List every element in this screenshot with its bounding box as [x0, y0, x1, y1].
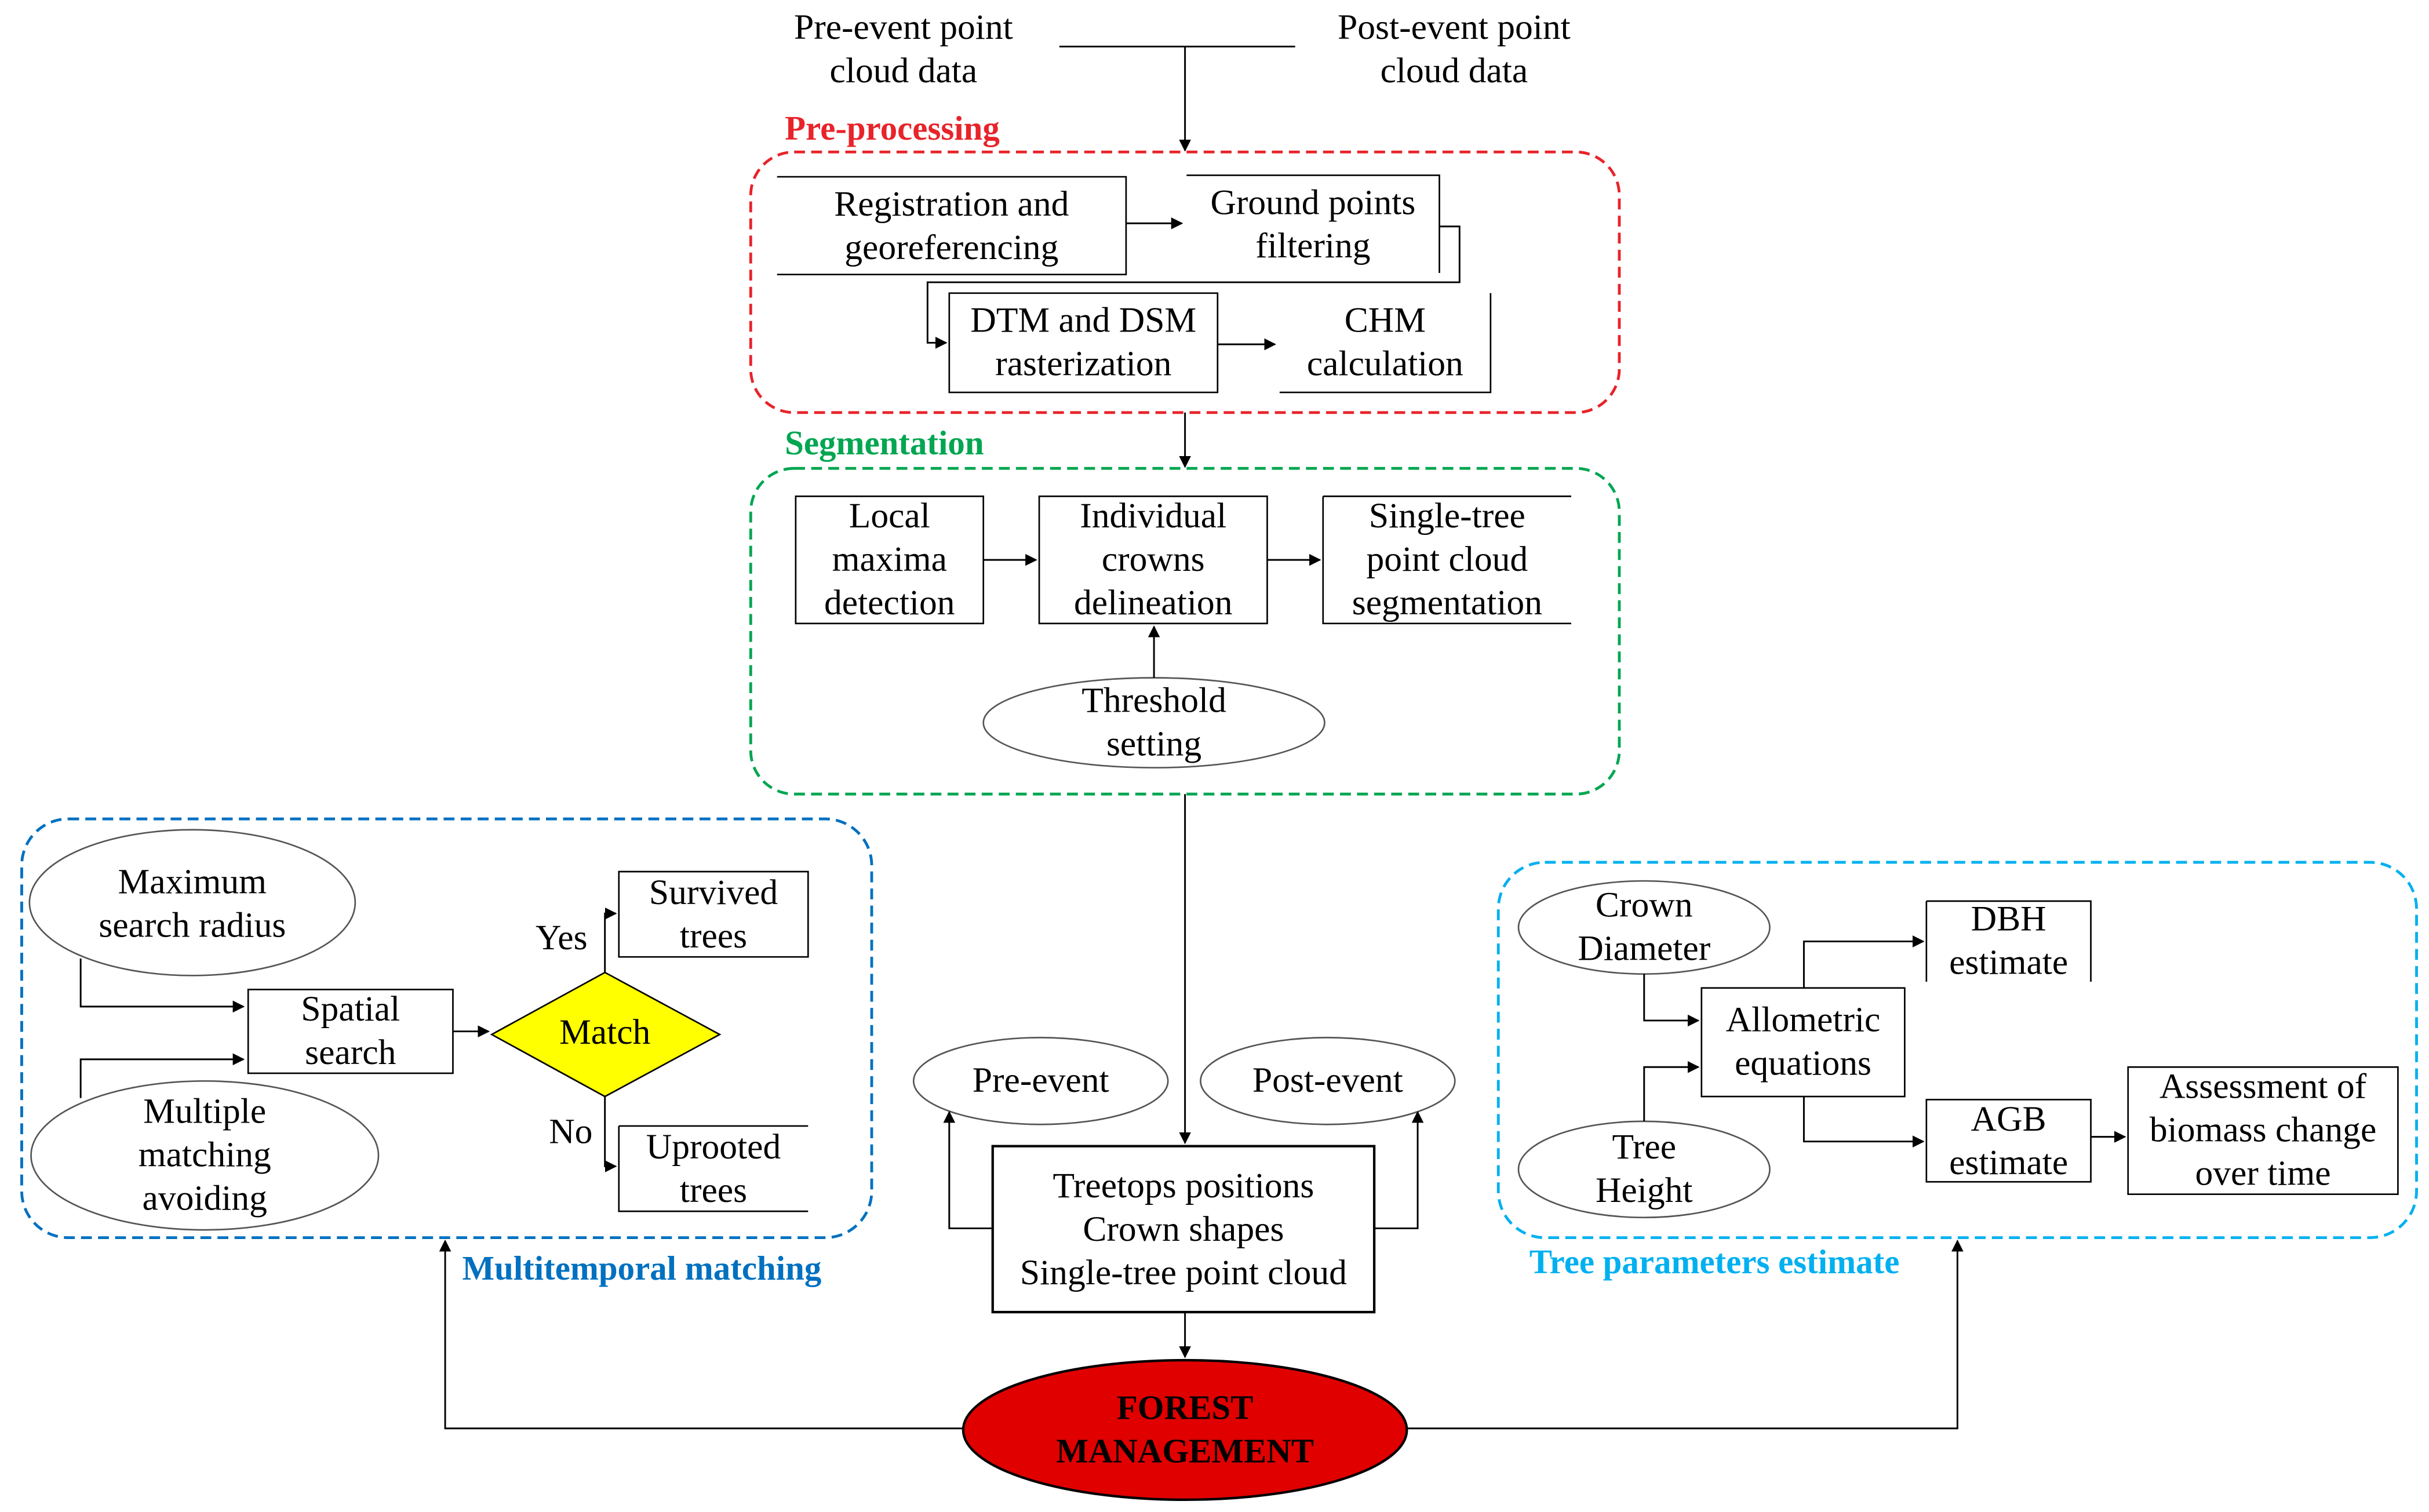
- forest-management-node: FOREST MANAGEMENT: [1056, 1388, 1314, 1471]
- agb-node: AGB estimate: [1949, 1099, 2069, 1181]
- max-radius-ellipse: [28, 829, 356, 977]
- yes-label: Yes: [535, 918, 588, 957]
- management-ellipse: [962, 1358, 1408, 1502]
- spatial-search-node: Spatial search: [301, 989, 400, 1072]
- pre-event-input-label: Pre-event point cloud data: [794, 8, 1013, 90]
- biomass-change-node: Assessment of biomass change over time: [2149, 1067, 2377, 1193]
- parameters-title: Tree parameters estimate: [1529, 1242, 1900, 1281]
- match-diamond: [490, 971, 722, 1098]
- match-label: Match: [559, 1012, 651, 1052]
- post-event-input-label: Post-event point cloud data: [1338, 8, 1571, 90]
- threshold-node: Threshold setting: [1081, 680, 1226, 763]
- segmentation-title: Segmentation: [785, 423, 984, 462]
- single-tree-node: Single-tree point cloud segmentation: [1352, 496, 1542, 622]
- tree-height-node: Tree Height: [1595, 1127, 1693, 1210]
- pre-event-ellipse: [912, 1037, 1169, 1125]
- matching-frame: [20, 817, 873, 1240]
- preprocessing-title: Pre-processing: [785, 108, 1000, 148]
- post-event-ellipse: [1200, 1037, 1456, 1125]
- max-radius-node: Maximum search radius: [99, 862, 286, 945]
- local-maxima-node: Local maxima detection: [824, 496, 955, 622]
- summary-node: Treetops positions Crown shapes Single-t…: [1019, 1165, 1347, 1291]
- no-label: No: [549, 1112, 593, 1151]
- crowns-node: Individual crowns delineation: [1074, 496, 1233, 622]
- allometric-node: Allometric equations: [1725, 1000, 1881, 1083]
- post-event-output: Post-event: [1252, 1061, 1403, 1100]
- crown-diameter-node: Crown Diameter: [1578, 886, 1711, 968]
- registration-node: Registration and georeferencing: [834, 184, 1069, 266]
- survived-node: Survived trees: [649, 872, 778, 955]
- uprooted-node: Uprooted trees: [646, 1127, 781, 1209]
- segmentation-frame: [749, 467, 1621, 796]
- chm-node: CHM calculation: [1306, 301, 1463, 384]
- multiple-avoiding-node: Multiple matching avoiding: [138, 1092, 271, 1218]
- dbh-node: DBH estimate: [1949, 899, 2069, 982]
- matching-title: Multitemporal matching: [462, 1248, 822, 1288]
- ground-filtering-node: Ground points filtering: [1210, 182, 1416, 265]
- threshold-ellipse: [982, 677, 1325, 769]
- multiple-avoiding-ellipse: [30, 1080, 380, 1231]
- parameters-frame: [1496, 861, 2418, 1240]
- dtm-dsm-node: DTM and DSM rasterization: [970, 301, 1197, 384]
- pre-event-output: Pre-event: [972, 1061, 1109, 1100]
